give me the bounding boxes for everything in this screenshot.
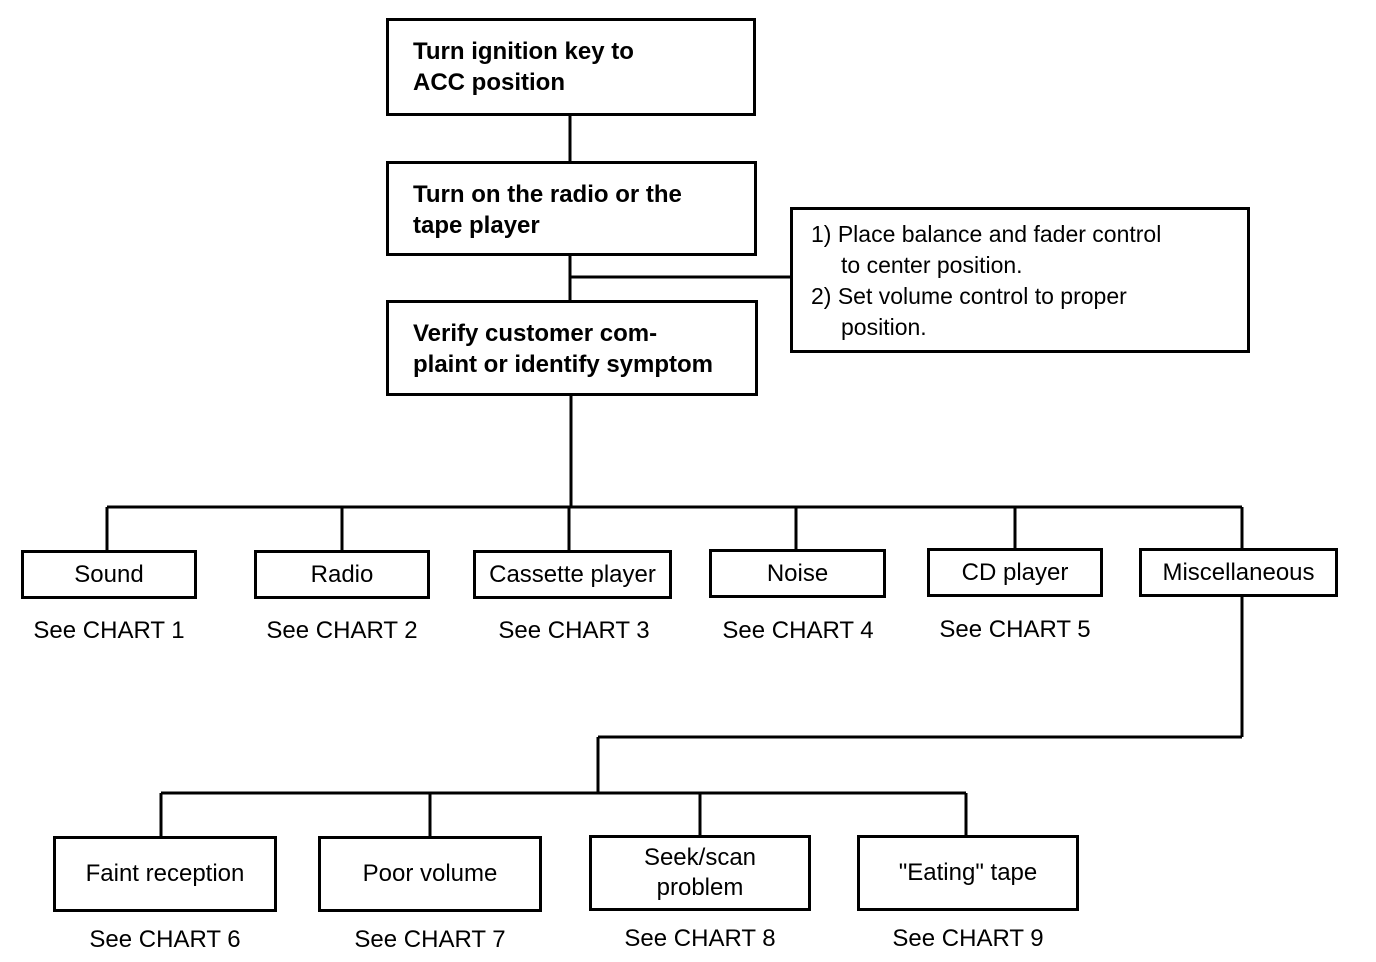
category-misc-box: Miscellaneous [1139, 548, 1338, 597]
chart-ref-3: See CHART 3 [498, 617, 650, 644]
misc-seek-scan-line2: problem [656, 874, 744, 901]
chart-ref-8: See CHART 8 [624, 925, 776, 952]
step-radio-on-box: Turn on the radio or the tape player [386, 161, 757, 256]
misc-poor-volume-box: Poor volume [318, 836, 542, 912]
note-item2-line2: position. [841, 314, 927, 340]
step-ignition-box: Turn ignition key to ACC position [386, 18, 756, 116]
note-item1-line2: to center position. [841, 252, 1023, 278]
adjustment-note-box: 1) Place balance and fader control to ce… [790, 207, 1250, 353]
category-noise-label: Noise [766, 559, 829, 587]
category-cassette-label: Cassette player [489, 560, 656, 588]
chart-ref-9: See CHART 9 [892, 925, 1044, 952]
chart-ref-6: See CHART 6 [89, 926, 241, 953]
step-radio-on-line1: Turn on the radio or the [413, 181, 682, 208]
misc-seek-scan-box: Seek/scan problem [589, 835, 811, 911]
step-verify-line1: Verify customer com- [413, 320, 658, 347]
category-radio-label: Radio [310, 560, 374, 588]
chart-ref-1: See CHART 1 [33, 617, 185, 644]
step-verify-line2: plaint or identify symptom [413, 351, 714, 378]
step-ignition-line1: Turn ignition key to [413, 38, 634, 65]
chart-ref-4: See CHART 4 [722, 617, 874, 644]
chart-ref-5: See CHART 5 [939, 616, 1091, 643]
category-noise-box: Noise [709, 549, 886, 598]
chart-ref-7: See CHART 7 [354, 926, 506, 953]
misc-eating-tape-label: "Eating" tape [898, 859, 1038, 886]
category-radio-box: Radio [254, 550, 430, 599]
step-verify-box: Verify customer com- plaint or identify … [386, 300, 758, 396]
chart-ref-2: See CHART 2 [266, 617, 418, 644]
misc-eating-tape-box: "Eating" tape [857, 835, 1079, 911]
category-sound-label: Sound [74, 560, 144, 588]
misc-poor-volume-label: Poor volume [362, 860, 498, 887]
category-cd-label: CD player [961, 558, 1069, 586]
category-sound-box: Sound [21, 550, 197, 599]
category-misc-label: Miscellaneous [1162, 558, 1315, 586]
step-ignition-line2: ACC position [413, 69, 565, 96]
misc-seek-scan-line1: Seek/scan [643, 844, 757, 871]
step-radio-on-line2: tape player [413, 212, 540, 239]
misc-faint-label: Faint reception [85, 860, 245, 887]
misc-faint-box: Faint reception [53, 836, 277, 912]
category-cassette-box: Cassette player [473, 550, 672, 599]
note-item1-line1: 1) Place balance and fader control [811, 221, 1162, 247]
note-item2-line1: 2) Set volume control to proper [811, 283, 1127, 309]
category-cd-box: CD player [927, 548, 1103, 597]
